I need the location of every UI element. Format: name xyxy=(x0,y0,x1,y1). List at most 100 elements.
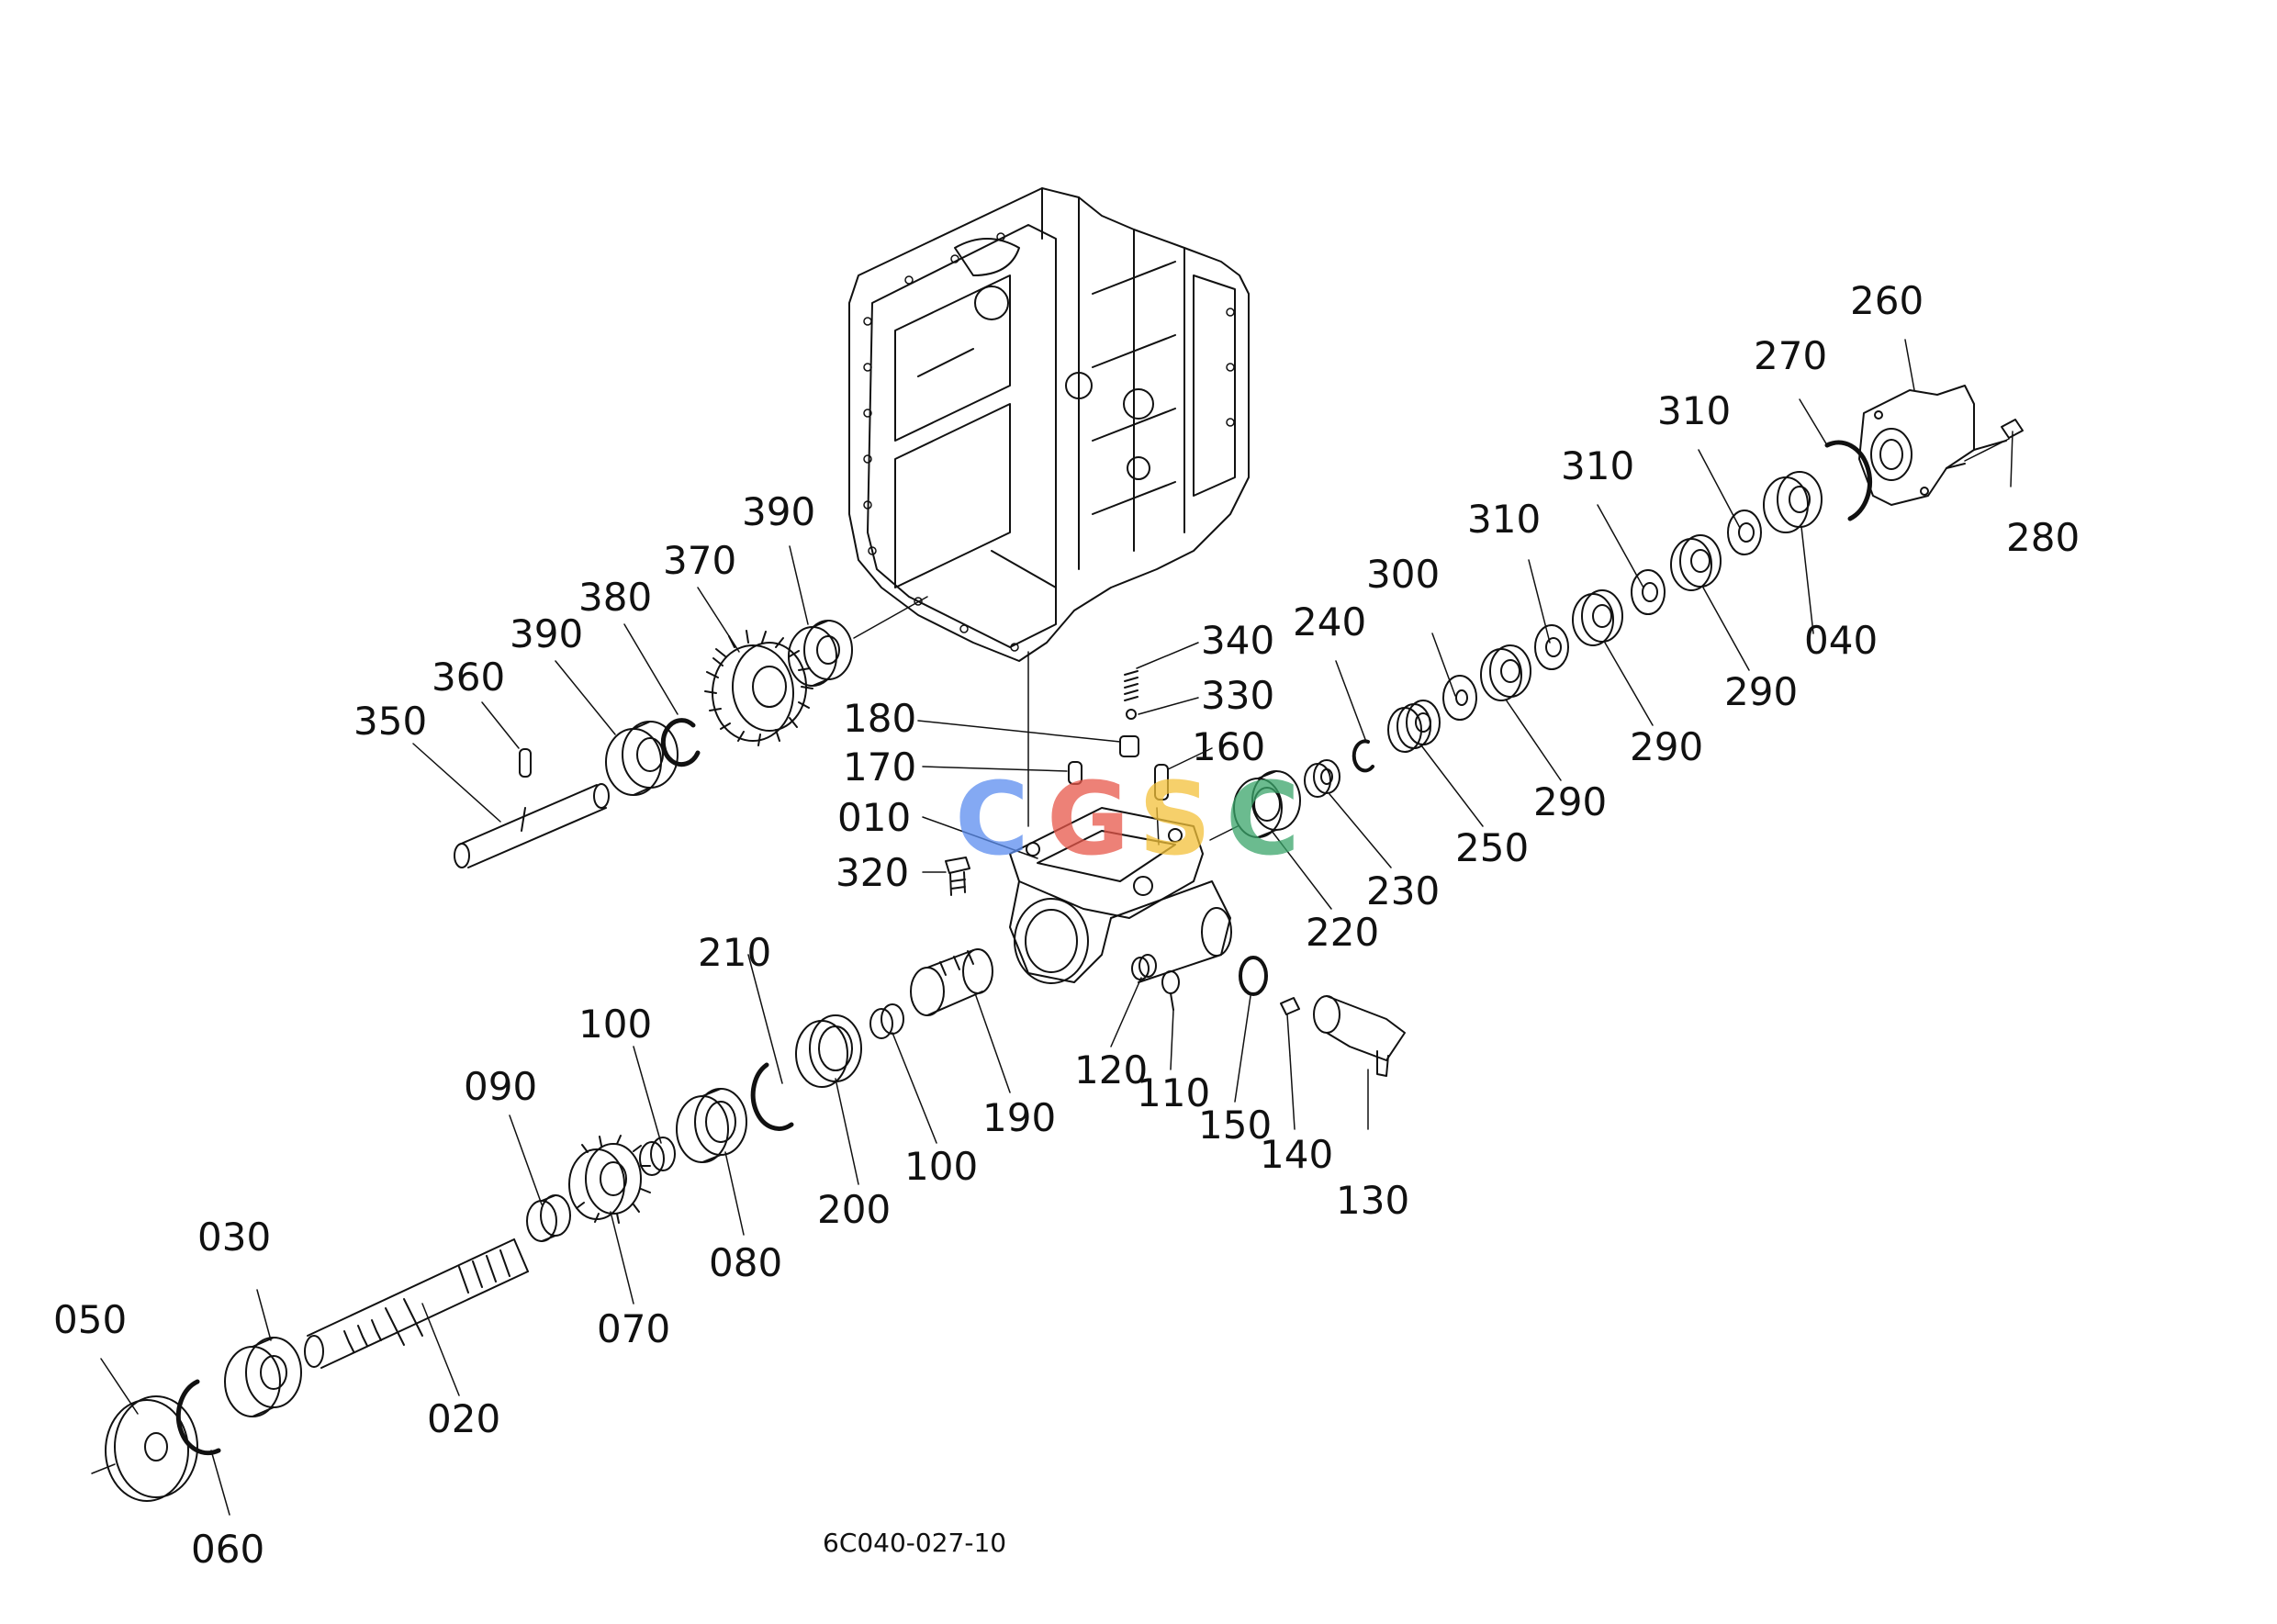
label-290-b: 290 xyxy=(1630,724,1703,769)
housing-010 xyxy=(1009,807,1232,984)
needle-bearing-100-upper xyxy=(869,1003,904,1039)
spring-250 xyxy=(1387,700,1441,753)
collar-230 xyxy=(1304,759,1340,798)
ball-330 xyxy=(1126,709,1137,720)
label-080: 080 xyxy=(709,1240,782,1285)
diagram-reference-code: 6C040-027-10 xyxy=(823,1528,1006,1558)
label-260: 260 xyxy=(1850,278,1924,323)
label-220: 220 xyxy=(1306,910,1379,955)
label-060: 060 xyxy=(191,1527,264,1572)
thrust-plate-050 xyxy=(91,1395,198,1502)
watermark-letter-1: C xyxy=(955,760,1029,878)
watermark-letter-2: G xyxy=(1047,760,1129,878)
label-150: 150 xyxy=(1198,1103,1272,1148)
label-130: 130 xyxy=(1336,1178,1409,1223)
label-340: 340 xyxy=(1201,618,1274,663)
label-100-upper: 100 xyxy=(904,1144,978,1189)
label-280: 280 xyxy=(2006,515,2080,560)
label-370: 370 xyxy=(663,538,736,583)
circlip-380 xyxy=(660,718,701,767)
label-050: 050 xyxy=(53,1297,127,1342)
separator-plate-310-c xyxy=(1727,510,1762,555)
solenoid-130 xyxy=(1313,995,1406,1130)
transmission-case xyxy=(848,187,1250,827)
cover-260 xyxy=(1858,385,2007,506)
snap-ring-060 xyxy=(175,1379,221,1456)
label-230: 230 xyxy=(1366,868,1440,913)
label-390-lower: 390 xyxy=(510,611,583,656)
label-210: 210 xyxy=(698,930,771,975)
label-090: 090 xyxy=(464,1064,537,1109)
separator-plate-310-b xyxy=(1631,569,1666,615)
watermark-logo: C G S C xyxy=(955,760,1300,878)
label-300: 300 xyxy=(1366,552,1440,597)
shaft-350 xyxy=(454,783,610,868)
label-350: 350 xyxy=(353,699,427,744)
watermark-letter-3: S xyxy=(1138,760,1211,878)
plunger-180 xyxy=(1119,735,1139,757)
friction-disc-290-b xyxy=(1572,589,1623,646)
shaft-020 xyxy=(304,1238,529,1369)
label-100-lower: 100 xyxy=(578,1002,652,1047)
plate-300 xyxy=(1442,675,1477,721)
circlip-240 xyxy=(1352,739,1374,773)
label-140: 140 xyxy=(1260,1132,1333,1177)
label-190: 190 xyxy=(982,1095,1056,1140)
label-200: 200 xyxy=(817,1187,891,1232)
separator-plate-310-a xyxy=(1534,624,1569,670)
label-320: 320 xyxy=(836,850,909,895)
friction-disc-290-a xyxy=(1480,644,1531,701)
plug-120 xyxy=(1131,954,1157,980)
gear-370 xyxy=(704,630,813,746)
bearing-390-lower xyxy=(605,721,679,796)
bearing-390-upper xyxy=(788,596,928,687)
bearing-040 xyxy=(1763,471,1823,533)
label-120: 120 xyxy=(1074,1047,1148,1092)
bolt-320 xyxy=(945,857,970,896)
label-270: 270 xyxy=(1754,333,1827,378)
pin-140 xyxy=(1280,997,1300,1057)
snap-ring-270 xyxy=(1824,440,1872,521)
label-290-a: 290 xyxy=(1533,779,1607,824)
part-labels: 390 370 380 390 360 350 340 330 180 170 … xyxy=(53,278,2080,1572)
pin-360 xyxy=(519,748,532,778)
plug-110 xyxy=(1161,970,1180,1011)
hub-080 xyxy=(676,1088,747,1163)
gear-070 xyxy=(568,1135,651,1224)
label-160: 160 xyxy=(1192,724,1265,769)
label-310-c: 310 xyxy=(1657,388,1731,433)
pin-170 xyxy=(1068,761,1082,785)
shaft-190 xyxy=(910,948,993,1016)
label-360: 360 xyxy=(432,655,505,700)
label-310-a: 310 xyxy=(1467,497,1541,542)
needle-bearing-100-lower xyxy=(639,1137,676,1176)
friction-disc-290-c xyxy=(1670,534,1722,591)
label-170: 170 xyxy=(843,745,916,790)
watermark-letter-4: C xyxy=(1226,760,1300,878)
sleeve-220 xyxy=(1209,770,1301,841)
label-040: 040 xyxy=(1804,618,1878,663)
pin-160 xyxy=(1154,764,1169,846)
o-ring-150 xyxy=(1239,956,1268,996)
label-070: 070 xyxy=(597,1306,670,1351)
label-010: 010 xyxy=(837,795,911,840)
oil-seal-200 xyxy=(795,1014,862,1088)
label-020: 020 xyxy=(427,1396,500,1441)
label-310-b: 310 xyxy=(1561,443,1634,488)
label-110: 110 xyxy=(1137,1070,1210,1115)
spring-340 xyxy=(1124,670,1138,701)
label-180: 180 xyxy=(843,696,916,741)
bolt-280 xyxy=(1964,419,2024,462)
label-330: 330 xyxy=(1201,673,1274,718)
leader-lines xyxy=(100,339,2013,1516)
label-240: 240 xyxy=(1293,599,1366,644)
label-290-c: 290 xyxy=(1724,669,1798,714)
label-030: 030 xyxy=(197,1215,271,1260)
label-380: 380 xyxy=(578,575,652,620)
circlip-210 xyxy=(750,1062,794,1131)
needle-bearing-090 xyxy=(526,1194,571,1242)
label-250: 250 xyxy=(1455,825,1529,870)
label-390-upper: 390 xyxy=(742,489,815,534)
